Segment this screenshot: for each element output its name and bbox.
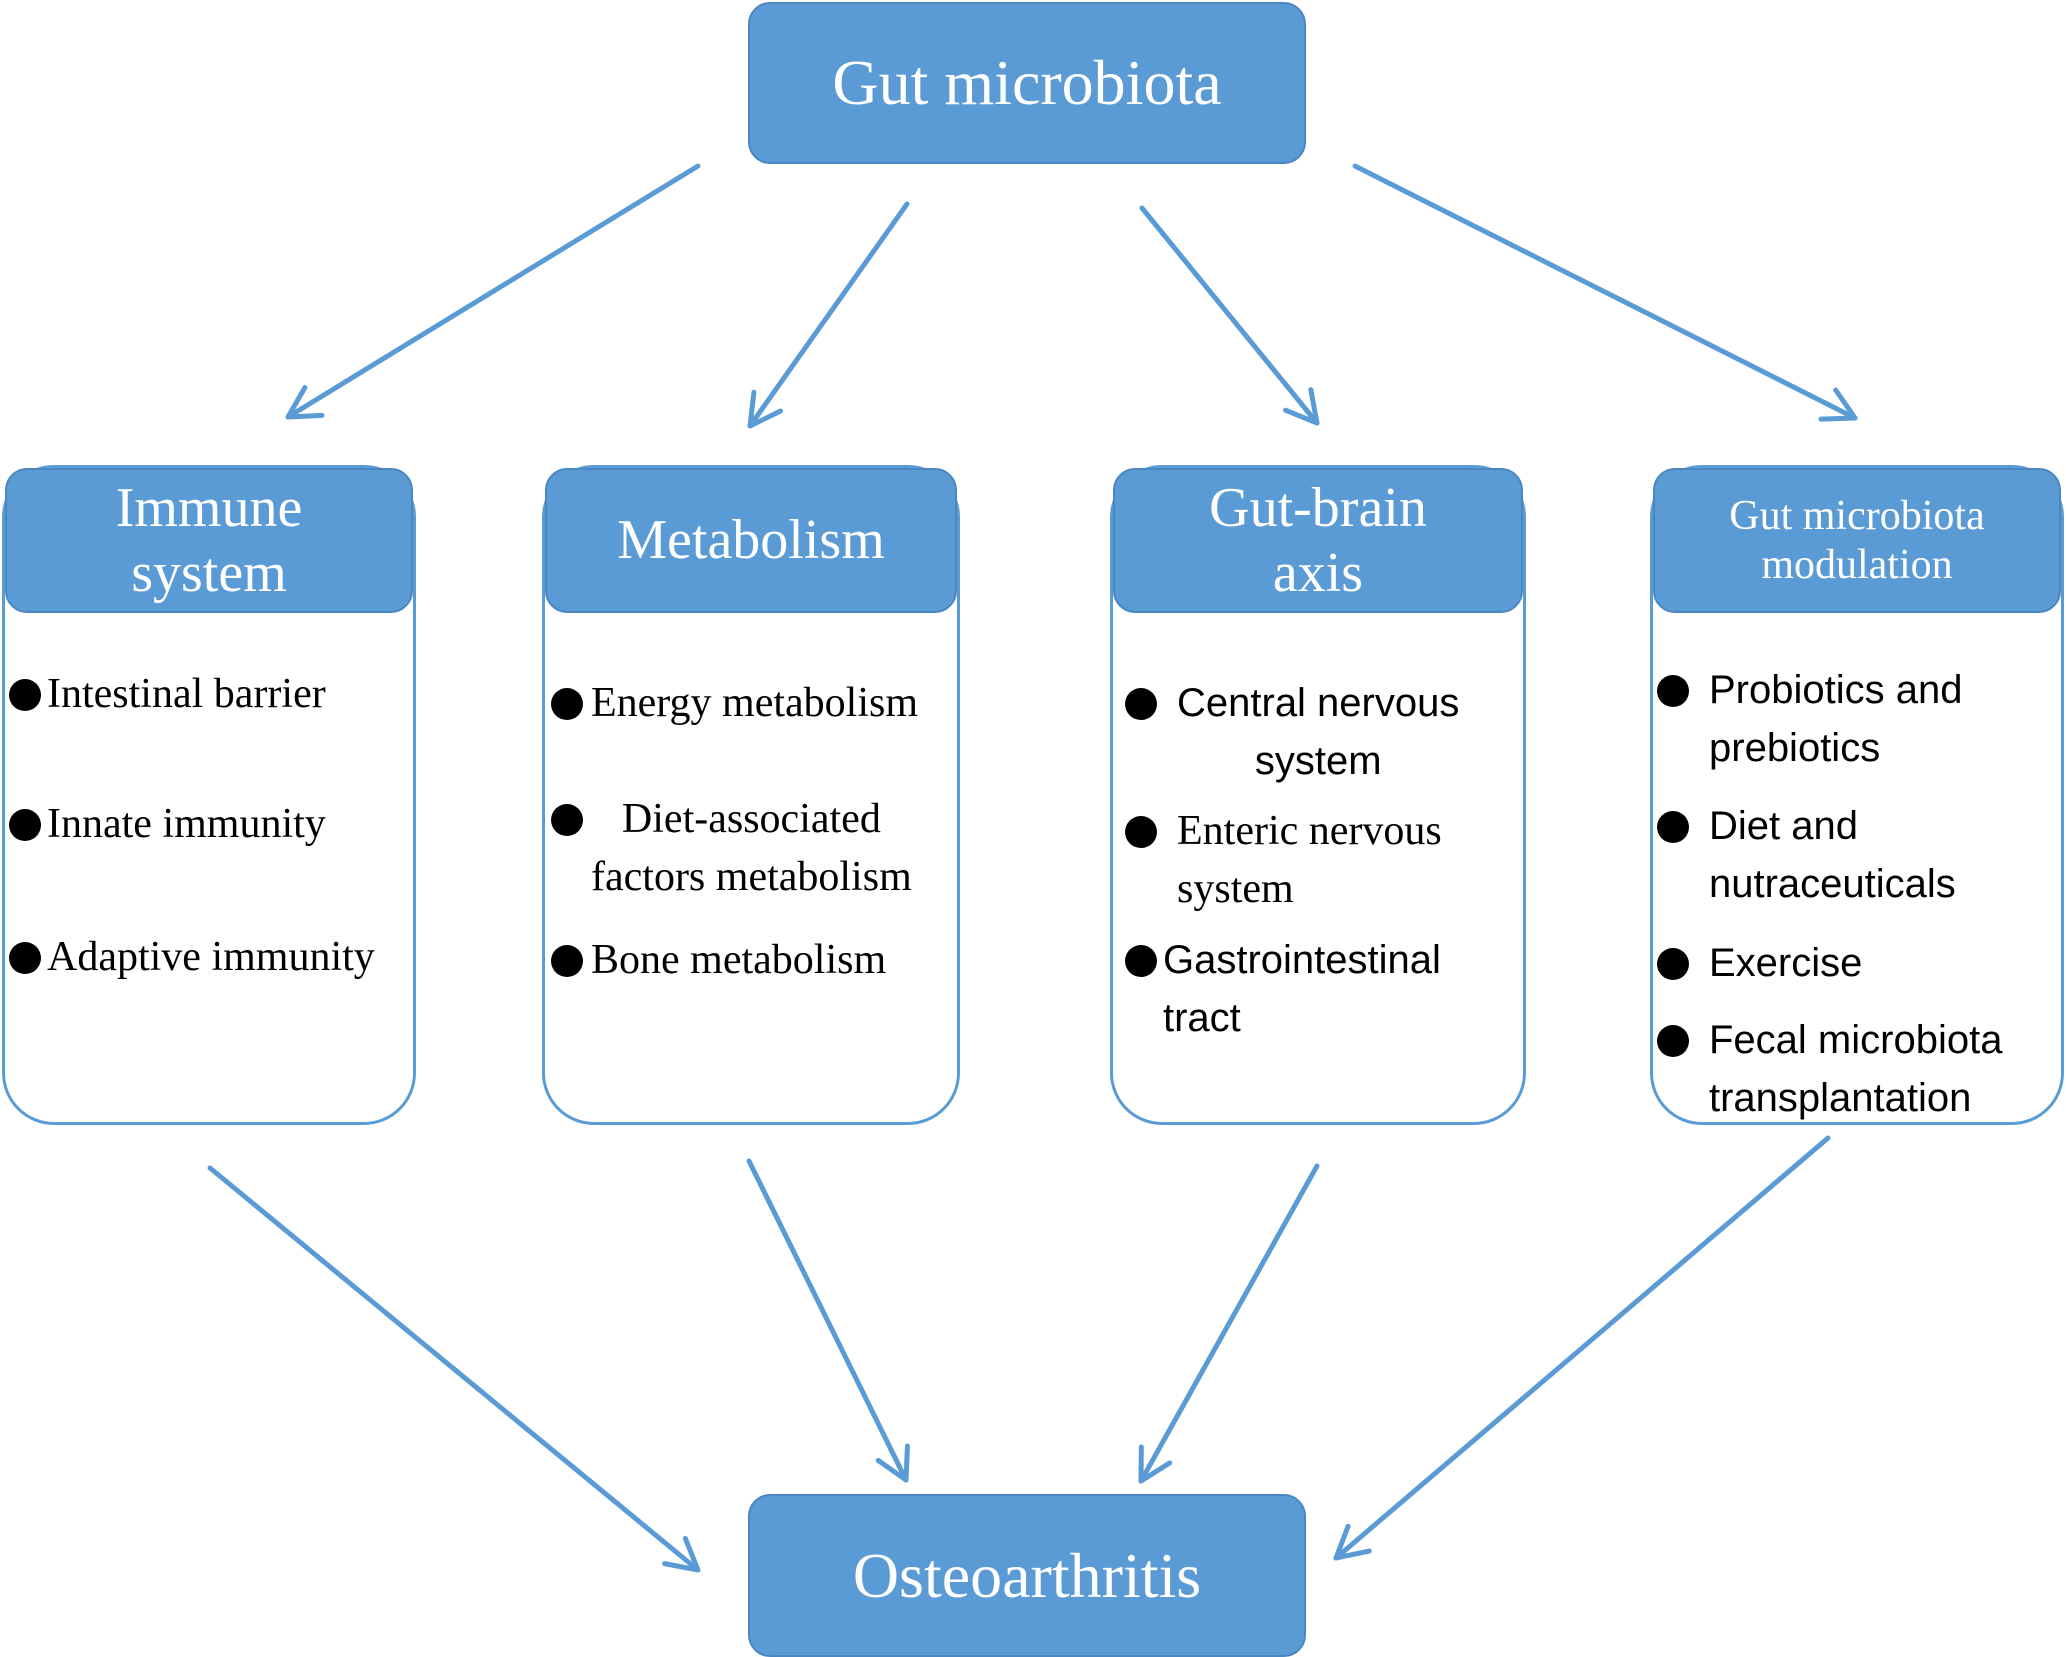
arrow-metabolism-to-oa xyxy=(746,1158,910,1483)
arrow-gut-to-metabolism xyxy=(747,201,910,429)
osteoarthritis-label: Osteoarthritis xyxy=(852,1539,1202,1611)
item-text: Fecal microbiota transplantation xyxy=(1709,1018,2003,1120)
arrow-gut-to-modulation xyxy=(1352,163,1858,422)
bullet-icon xyxy=(1125,688,1157,720)
immune-system-card: Immune system Intestinal barrier Innate … xyxy=(2,465,416,1125)
arrow-gut-to-immune xyxy=(285,163,701,420)
immune-system-header: Immune system xyxy=(5,468,413,613)
bullet-icon xyxy=(551,804,583,836)
arrow-gutbrain-to-oa xyxy=(1138,1163,1320,1484)
bullet-icon xyxy=(9,809,41,841)
gut-brain-axis-card: Gut-brain axis Central nervous system En… xyxy=(1110,465,1526,1125)
item-text: Probiotics and prebiotics xyxy=(1709,668,1963,770)
item-text: Central nervous system xyxy=(1177,681,1460,783)
bullet-icon xyxy=(551,945,583,977)
bullet-icon xyxy=(1657,1025,1689,1057)
item-text: Bone metabolism xyxy=(591,937,887,983)
bullet-icon xyxy=(9,942,41,974)
bullet-icon xyxy=(1657,811,1689,843)
bullet-icon xyxy=(551,688,583,720)
bullet-icon xyxy=(9,679,41,711)
arrow-modulation-to-oa xyxy=(1333,1135,1831,1561)
bullet-icon xyxy=(1657,675,1689,707)
arrow-immune-to-oa xyxy=(207,1165,701,1573)
gut-microbiota-modulation-header: Gut microbiota modulation xyxy=(1653,468,2061,613)
arrow-gut-to-gutbrain xyxy=(1139,205,1320,426)
item-text: Exercise xyxy=(1709,941,1863,985)
osteoarthritis-node: Osteoarthritis xyxy=(748,1494,1306,1657)
item-text: Energy metabolism xyxy=(591,680,918,726)
gut-microbiota-node: Gut microbiota xyxy=(748,2,1306,164)
metabolism-card: Metabolism Energy metabolism Diet-associ… xyxy=(542,465,960,1125)
gut-microbiota-modulation-card: Gut microbiota modulation Probiotics and… xyxy=(1650,465,2064,1125)
metabolism-header: Metabolism xyxy=(545,468,957,613)
bullet-icon xyxy=(1125,945,1157,977)
item-text: Innate immunity xyxy=(47,801,326,847)
item-text: Diet and nutraceuticals xyxy=(1709,804,1956,906)
item-text: Gastrointestinal tract xyxy=(1163,938,1441,1040)
item-text: Enteric nervous system xyxy=(1177,808,1442,912)
item-text: Diet-associated factors metabolism xyxy=(591,796,912,900)
bullet-icon xyxy=(1657,948,1689,980)
gut-brain-axis-header: Gut-brain axis xyxy=(1113,468,1523,613)
bullet-icon xyxy=(1125,816,1157,848)
item-text: Adaptive immunity xyxy=(47,934,375,980)
item-text: Intestinal barrier xyxy=(47,671,326,717)
gut-microbiota-label: Gut microbiota xyxy=(832,47,1222,118)
